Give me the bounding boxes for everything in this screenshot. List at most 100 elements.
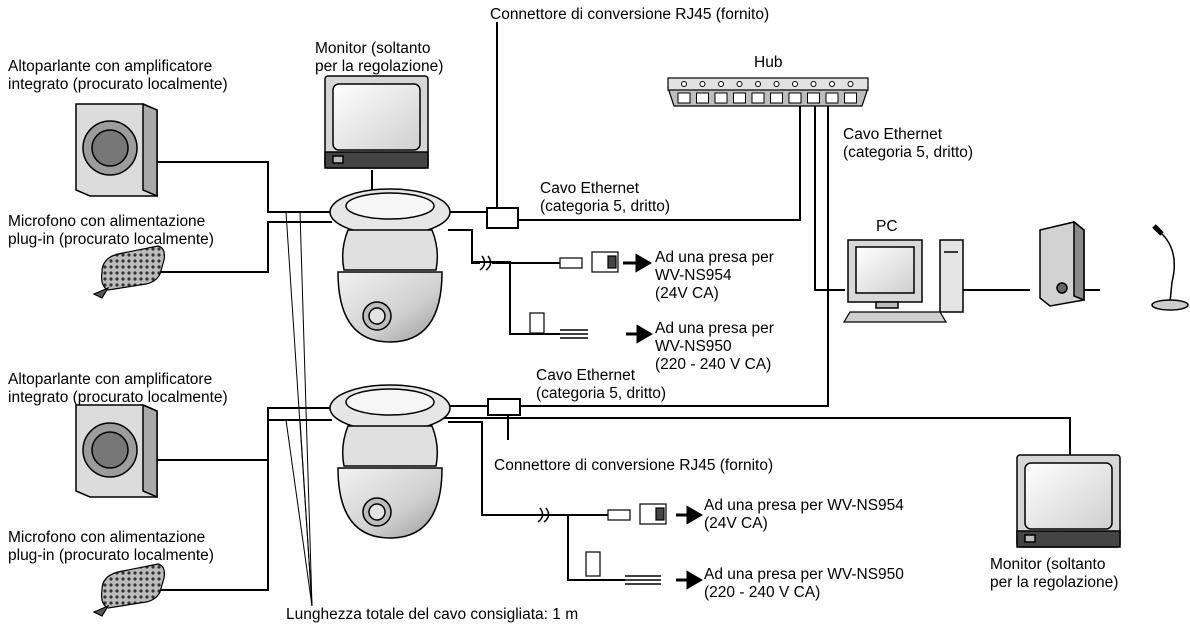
plug-954-bottom — [607, 503, 667, 525]
hub-label: Hub — [754, 54, 783, 71]
microphone-label-bottom-line2: plug-in (procurato localmente) — [8, 547, 214, 564]
rj45-converter-top — [486, 207, 519, 229]
power-cable-950-top — [472, 261, 560, 335]
power-cable-top — [448, 229, 480, 264]
hub-port — [844, 92, 857, 104]
monitor-label-top-line1: Monitor (soltanto — [315, 40, 431, 57]
speaker-cable-top — [157, 161, 332, 213]
power-954-label-bottom-line2: (24V CA) — [704, 515, 768, 532]
plug-950-bottom — [585, 551, 661, 585]
monitor-top — [324, 75, 429, 169]
ethernet-label-bottom: Cavo Ethernet (categoria 5, dritto) — [536, 367, 666, 403]
power-954-label-bottom: Ad una presa per WV-NS954 (24V CA) — [704, 497, 904, 533]
speaker-bottom — [75, 403, 158, 499]
pc-speaker — [1039, 220, 1085, 307]
speaker-label-bottom: Altoparlante con amplificatore integrato… — [8, 371, 228, 407]
power-954-label-top-line1: Ad una presa per — [655, 249, 774, 266]
ethernet-to-hub-top — [518, 106, 801, 221]
speaker-top — [75, 102, 158, 198]
hub-led — [718, 81, 724, 87]
hub-led — [792, 81, 798, 87]
monitor-cable-bottom — [440, 417, 1071, 455]
hub-led — [773, 81, 780, 87]
power-950-label-top-line1: Ad una presa per — [655, 320, 774, 337]
speaker-label-top-line2: integrato (procurato localmente) — [8, 76, 228, 93]
power-cable-950-bottom — [520, 514, 625, 581]
ethernet-label-bottom-line1: Cavo Ethernet — [536, 367, 636, 384]
hub-led — [829, 81, 835, 87]
monitor-label-bottom-line1: Monitor (soltanto — [990, 556, 1106, 573]
plug-954-top — [559, 251, 619, 273]
power-954-label-top: Ad una presa per WV-NS954 (24V CA) — [655, 249, 774, 303]
monitor-label-top: Monitor (soltanto per la regolazione) — [315, 40, 443, 76]
monitor-label-bottom-line2: per la regolazione) — [990, 574, 1119, 591]
ethernet-label-right-line2: (categoria 5, dritto) — [843, 144, 974, 161]
arrow-950-bottom — [676, 570, 703, 590]
microphone-label-top-line2: plug-in (procurato localmente) — [8, 231, 214, 248]
ethernet-label-middle-line1: Cavo Ethernet — [540, 180, 640, 197]
pc-tower — [939, 239, 964, 313]
hub-port — [825, 92, 839, 104]
arrow-954-bottom — [676, 505, 703, 525]
power-950-label-top: Ad una presa per WV-NS950 (220 - 240 V C… — [655, 320, 774, 374]
ethernet-label-middle: Cavo Ethernet (categoria 5, dritto) — [540, 180, 670, 216]
hub-port — [677, 92, 691, 104]
hub-port — [714, 92, 728, 104]
ethernet-label-right: Cavo Ethernet (categoria 5, dritto) — [843, 126, 973, 162]
microphone-label-bottom-line1: Microfono con alimentazione — [8, 529, 206, 546]
power-950-label-bottom-line2: (220 - 240 V CA) — [704, 584, 821, 601]
ethernet-label-bottom-line2: (categoria 5, dritto) — [536, 385, 667, 402]
power-954-label-top-line2: WV-NS954 — [655, 267, 732, 284]
pc-keyboard — [842, 311, 948, 323]
microphone-label-top-line1: Microfono con alimentazione — [8, 213, 206, 230]
hub-led — [810, 81, 817, 87]
power-950-label-top-line2: WV-NS950 — [655, 338, 732, 355]
hub-port — [770, 92, 783, 104]
monitor-label-bottom: Monitor (soltanto per la regolazione) — [990, 556, 1118, 592]
speaker-label-bottom-line2: integrato (procurato localmente) — [8, 389, 228, 406]
power-950-label-top-line3: (220 - 240 V CA) — [655, 356, 772, 373]
microphone-label-top: Microfono con alimentazione plug-in (pro… — [8, 213, 214, 249]
microphone-bottom — [92, 563, 165, 617]
plug-950-top — [529, 312, 588, 339]
dome-camera-bottom — [329, 384, 451, 539]
pc-monitor — [847, 239, 923, 309]
hub-led — [755, 81, 761, 87]
rj45-converter-bottom — [487, 398, 521, 416]
dome-camera-top — [329, 188, 451, 343]
rj45-label-top: Connettore di conversione RJ45 (fornito) — [490, 6, 770, 23]
arrow-950-top — [626, 324, 653, 344]
microphone-label-bottom: Microfono con alimentazione plug-in (pro… — [8, 529, 214, 565]
monitor-bottom — [1016, 454, 1121, 548]
hub-port — [788, 92, 802, 104]
ethernet-cable-bottom-hub — [520, 106, 829, 407]
power-cable-bottom — [448, 421, 540, 516]
pc-label: PC — [876, 218, 898, 235]
power-954-label-top-line3: (24V CA) — [655, 285, 719, 302]
ethernet-label-middle-line2: (categoria 5, dritto) — [540, 198, 671, 215]
monitor-label-top-line2: per la regolazione) — [315, 58, 444, 75]
speaker-label-top: Altoparlante con amplificatore integrato… — [8, 58, 228, 94]
hub-port — [733, 92, 746, 104]
hub-led — [699, 81, 706, 87]
ethernet-cable-pc — [814, 106, 845, 291]
cable-length-label: Lunghezza totale del cavo consigliata: 1… — [286, 606, 579, 623]
power-954-label-bottom-line1: Ad una presa per WV-NS954 — [704, 497, 904, 514]
power-950-label-bottom: Ad una presa per WV-NS950 (220 - 240 V C… — [704, 566, 904, 602]
speaker-label-bottom-line1: Altoparlante con amplificatore — [8, 371, 213, 388]
rj45-label-bottom: Connettore di conversione RJ45 (fornito) — [494, 457, 774, 474]
power-950-label-bottom-line1: Ad una presa per WV-NS950 — [704, 566, 904, 583]
hub-port — [807, 92, 820, 104]
pc-microphone — [1151, 224, 1189, 311]
microphone-top — [92, 245, 165, 299]
ethernet-label-right-line1: Cavo Ethernet — [843, 126, 943, 143]
arrow-954-top — [623, 253, 652, 273]
hub-port — [696, 92, 709, 104]
hub-led — [681, 81, 687, 87]
hub-led — [847, 81, 854, 87]
speaker-label-top-line1: Altoparlante con amplificatore — [8, 58, 213, 75]
hub-led — [736, 81, 743, 87]
hub-port — [751, 92, 765, 104]
